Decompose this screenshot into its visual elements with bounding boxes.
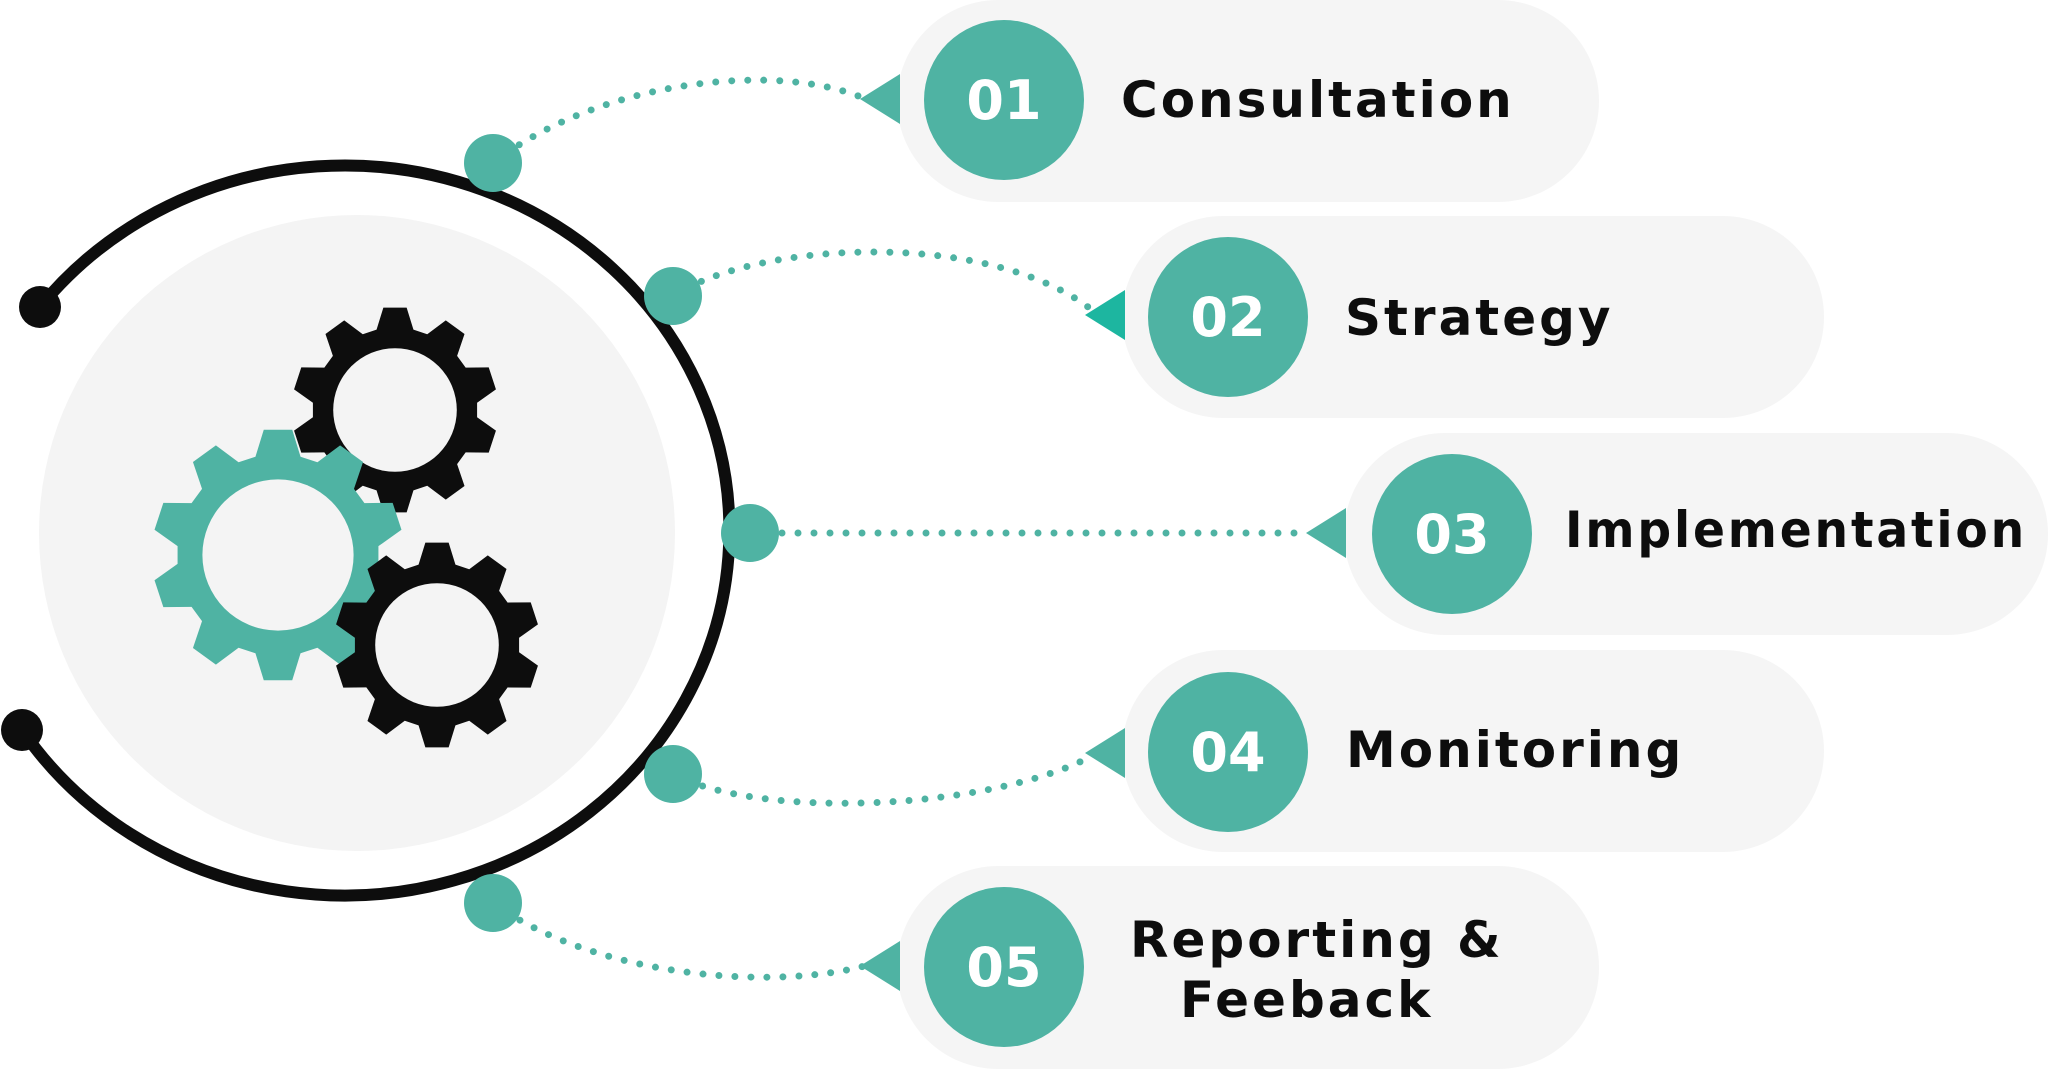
connector-04	[669, 752, 1096, 807]
step-04: 04 Monitoring	[1085, 650, 1824, 852]
arc-node-02	[644, 267, 702, 325]
step-pill	[897, 0, 1599, 202]
step-number: 01	[966, 69, 1041, 132]
step-pill	[1344, 433, 2048, 635]
step-number: 04	[1190, 721, 1265, 784]
step-05: 05 Reporting & Feeback	[860, 866, 1599, 1069]
connector-05	[489, 899, 872, 981]
step-label: Monitoring	[1346, 721, 1684, 779]
gear-hole	[202, 479, 354, 631]
pointer-triangle	[1085, 290, 1125, 340]
step-01: 01 Consultation	[860, 0, 1599, 202]
arc-node-04	[644, 745, 702, 803]
pointer-triangle	[1306, 508, 1346, 558]
gear-bottom-icon	[336, 542, 538, 748]
step-label: Strategy	[1345, 289, 1614, 347]
gear-hole	[333, 348, 457, 472]
step-number-circle	[1148, 672, 1308, 832]
step-number: 03	[1414, 503, 1489, 566]
connectors	[489, 76, 1314, 981]
step-number: 02	[1190, 286, 1265, 349]
connector-01	[489, 76, 872, 167]
pointer-triangle	[860, 74, 900, 124]
step-pill	[1122, 216, 1824, 418]
arc-nodes	[464, 134, 779, 932]
pointer-triangle	[1085, 728, 1125, 778]
step-number-circle	[924, 887, 1084, 1047]
step-label-line-2: Feeback	[1180, 971, 1433, 1029]
step-label: Implementation	[1565, 501, 2027, 559]
arc-end-bottom	[1, 709, 43, 751]
step-pill	[1122, 650, 1824, 852]
arc-end-top	[19, 286, 61, 328]
step-03: 03 Implementation	[1306, 433, 2048, 635]
step-label: Consultation	[1121, 71, 1515, 129]
pointer-triangle	[860, 941, 900, 991]
gears-icon	[154, 307, 538, 748]
gear-hole	[375, 583, 499, 707]
connector-02	[669, 248, 1096, 314]
step-02: 02 Strategy	[1085, 216, 1824, 418]
step-number: 05	[966, 936, 1041, 999]
step-pill	[897, 866, 1599, 1069]
step-number-circle	[1372, 454, 1532, 614]
arc-node-01	[464, 134, 522, 192]
arc-node-05	[464, 874, 522, 932]
step-number-circle	[1148, 237, 1308, 397]
step-label-line-1: Reporting &	[1130, 911, 1504, 969]
arc-node-03	[721, 504, 779, 562]
step-number-circle	[924, 20, 1084, 180]
